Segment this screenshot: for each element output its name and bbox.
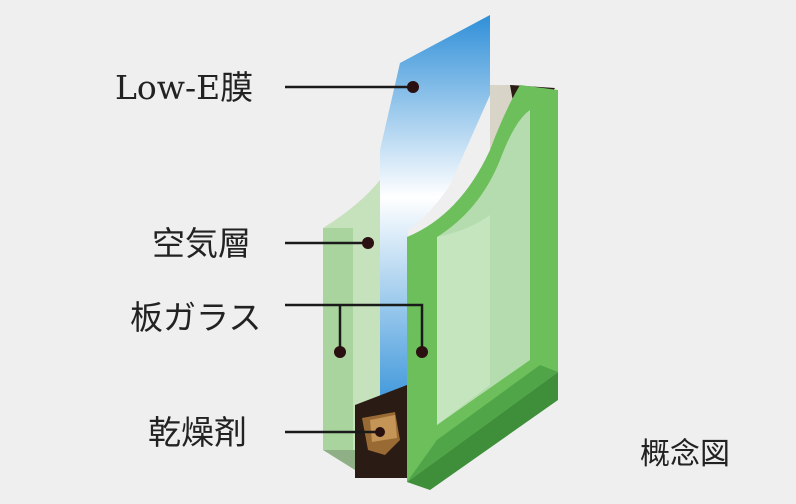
label-low-e-film: Low-E膜 bbox=[115, 68, 254, 107]
label-desiccant: 乾燥剤 bbox=[148, 413, 247, 452]
label-plate-glass: 板ガラス bbox=[130, 298, 262, 337]
label-air-layer: 空気層 bbox=[152, 224, 251, 263]
label-concept-diagram: 概念図 bbox=[640, 437, 730, 472]
leader-lines bbox=[285, 85, 424, 434]
front-glass-pane bbox=[407, 85, 558, 490]
leader-dots bbox=[334, 81, 428, 437]
